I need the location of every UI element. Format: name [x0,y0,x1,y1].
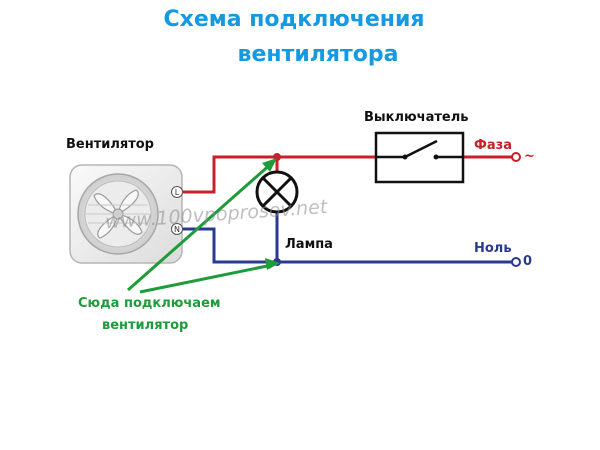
terminal-l-label: L [175,188,180,197]
switch-label: Выключатель [364,110,469,125]
lamp-label: Лампа [285,237,333,252]
note-line2: вентилятор [102,318,189,333]
diagram-title-line1: Схема подключения [163,7,425,32]
lamp-icon [255,170,299,214]
note-line1: Сюда подключаем [78,296,221,311]
diagram-title-line2: вентилятора [237,42,399,67]
terminal-n: N [171,223,183,235]
terminal-l: L [171,186,183,198]
neutral-label: Ноль [474,241,512,256]
neutral-symbol: 0 [523,254,533,269]
phase-wire [183,155,376,194]
neutral-terminal [511,257,521,267]
arrowhead-neutral [265,258,280,270]
phase-symbol: ~ [524,149,535,164]
annotation-arrows [127,161,273,294]
arrow-to-neutral-junction [139,263,273,294]
fan-icon [69,164,183,264]
fan-label: Вентилятор [66,137,154,152]
phase-label: Фаза [474,138,512,153]
arrow-to-phase-junction [127,161,273,292]
phase-terminal [511,152,521,162]
terminal-n-label: N [174,225,180,234]
arrowhead-phase [262,158,277,172]
switch-icon [374,131,465,184]
neutral-wire [183,227,513,264]
